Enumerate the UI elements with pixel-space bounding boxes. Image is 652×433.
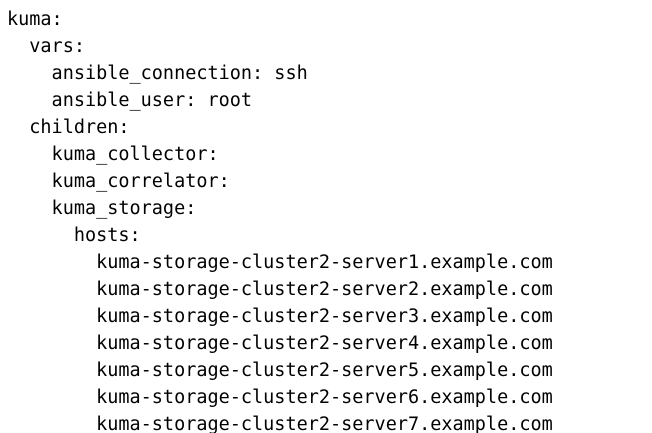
code-line-host-server3: kuma-storage-cluster2-server3.example.co… xyxy=(7,306,553,327)
code-line-host-server4: kuma-storage-cluster2-server4.example.co… xyxy=(7,333,553,354)
code-line-kuma-correlator: kuma_correlator: xyxy=(7,171,230,192)
code-line-host-server2: kuma-storage-cluster2-server2.example.co… xyxy=(7,279,553,300)
code-line-host-server5: kuma-storage-cluster2-server5.example.co… xyxy=(7,360,553,381)
code-line-kuma-storage: kuma_storage: xyxy=(7,198,197,219)
code-line-host-server1: kuma-storage-cluster2-server1.example.co… xyxy=(7,252,553,273)
code-line-ansible-user: ansible_user: root xyxy=(7,90,253,111)
code-line-ansible-connection: ansible_connection: ssh xyxy=(7,63,308,84)
code-line-hosts: hosts: xyxy=(7,225,141,246)
code-line-children: children: xyxy=(7,117,130,138)
code-line-kuma-root: kuma: xyxy=(7,9,63,30)
code-line-vars: vars: xyxy=(7,36,85,57)
code-line-host-server6: kuma-storage-cluster2-server6.example.co… xyxy=(7,387,553,408)
code-line-kuma-collector: kuma_collector: xyxy=(7,144,219,165)
code-line-host-server7: kuma-storage-cluster2-server7.example.co… xyxy=(7,414,553,433)
